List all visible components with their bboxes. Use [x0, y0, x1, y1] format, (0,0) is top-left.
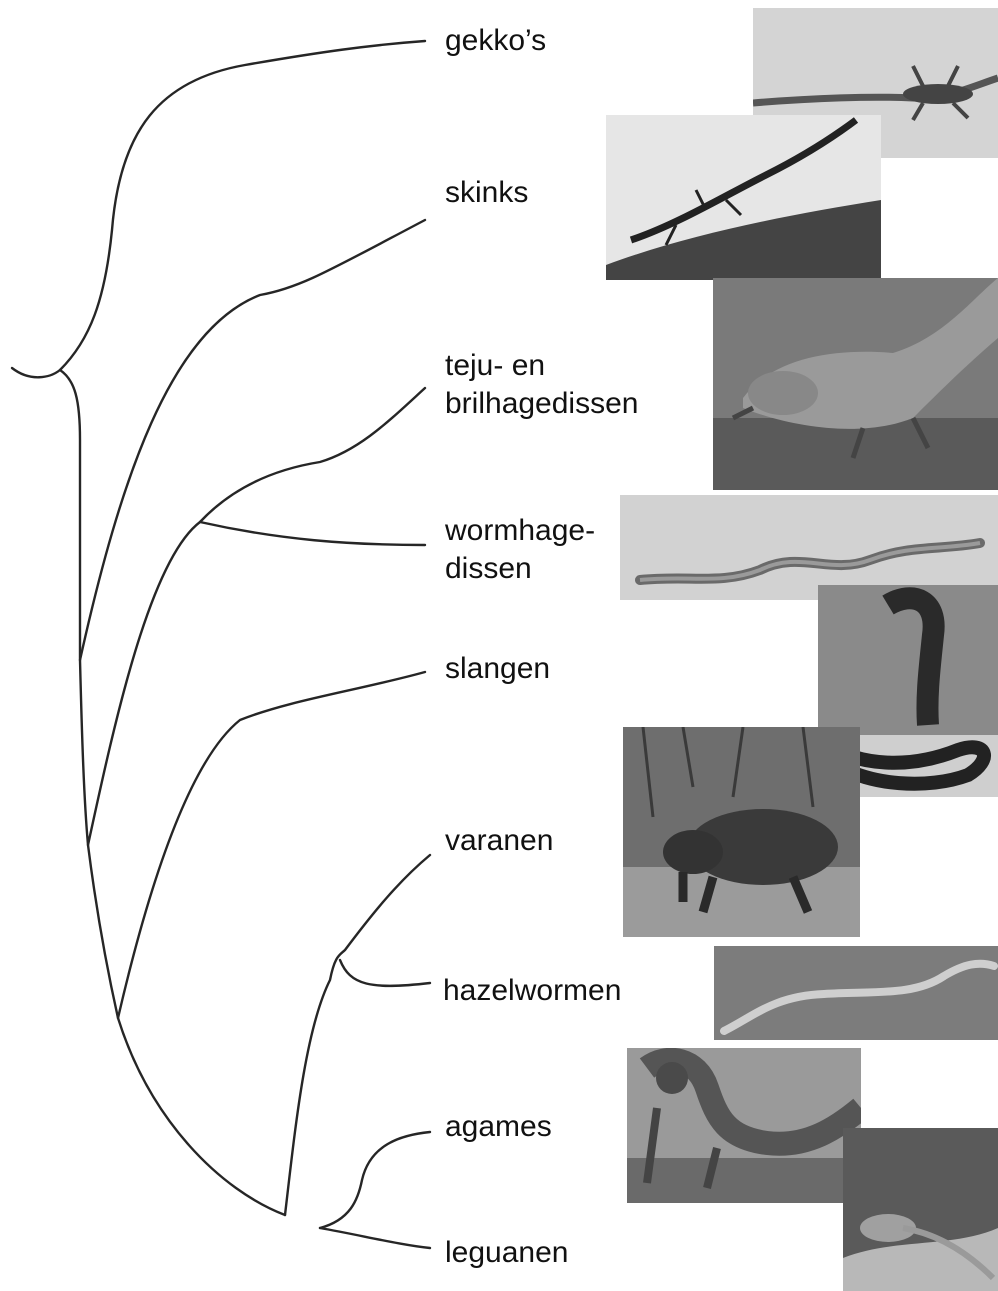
skink-photo — [606, 115, 881, 280]
label-slangen: slangen — [445, 650, 550, 688]
tegu-photo — [713, 278, 998, 490]
root-branch — [12, 368, 60, 377]
slow-worm-photo — [714, 946, 998, 1040]
branch-gekkos — [60, 41, 425, 370]
branch-main-stem — [60, 370, 285, 1215]
label-leguanen: leguanen — [445, 1234, 568, 1272]
iguana-photo — [843, 1128, 998, 1291]
label-tejus: teju- en brilhagedissen — [445, 347, 638, 423]
label-skinks: skinks — [445, 174, 528, 212]
label-wormhagedissen: wormhage- dissen — [445, 512, 595, 588]
branch-varanen-clade — [285, 855, 430, 1215]
label-varanen: varanen — [445, 822, 553, 860]
branch-slangen — [118, 672, 425, 1018]
branch-leguanen — [320, 1228, 430, 1248]
label-gekkos: gekko’s — [445, 22, 546, 60]
label-agames: agames — [445, 1108, 552, 1146]
label-hazelwormen: hazelwormen — [443, 972, 621, 1010]
bearded-dragon-photo — [627, 1048, 861, 1203]
branch-skinks-clade — [80, 220, 425, 660]
branch-hazelwormen — [340, 960, 430, 986]
komodo-dragon-photo — [623, 727, 860, 937]
branch-agames — [320, 1132, 430, 1228]
branch-wormhagedissen — [200, 522, 425, 545]
